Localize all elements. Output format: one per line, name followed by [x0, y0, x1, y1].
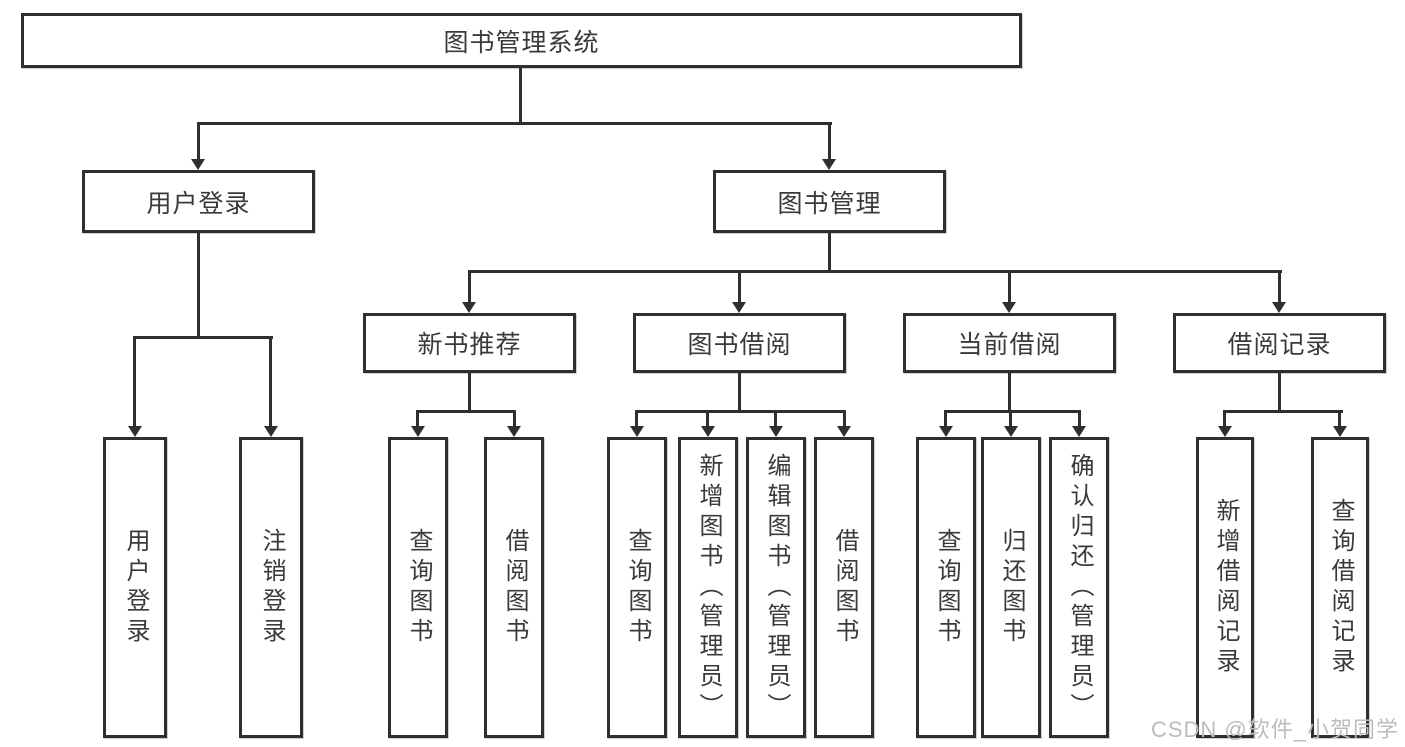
connector-line — [197, 233, 200, 336]
node-current-borrow: 当前借阅 — [903, 313, 1116, 373]
arrowhead-down-icon — [1072, 426, 1086, 437]
arrowhead-down-icon — [462, 302, 476, 313]
leaf-add-borrow-record: 新增借阅记录 — [1196, 437, 1254, 738]
leaf-current-query-books-label: 查询图书 — [933, 527, 960, 648]
connector-line — [519, 68, 522, 122]
connector-line — [416, 410, 419, 426]
arrowhead-down-icon — [191, 159, 205, 170]
leaf-borrow-books-label: 借阅图书 — [831, 527, 858, 648]
arrowhead-down-icon — [837, 426, 851, 437]
connector-line — [738, 270, 741, 302]
leaf-recommend-borrow-books: 借阅图书 — [484, 437, 544, 738]
leaf-edit-books-admin: 编辑图书（管理员） — [746, 437, 806, 738]
connector-line — [468, 270, 471, 302]
connector-line — [706, 410, 709, 426]
connector-line — [635, 410, 638, 426]
leaf-edit-books-admin-label: 编辑图书（管理员） — [763, 452, 790, 723]
node-new-book-recommend: 新书推荐 — [363, 313, 576, 373]
connector-line — [944, 410, 947, 426]
leaf-confirm-return-admin-label: 确认归还（管理员） — [1066, 452, 1093, 723]
connector-line — [1278, 270, 1281, 302]
arrowhead-down-icon — [769, 426, 783, 437]
connector-line — [133, 336, 136, 426]
connector-line — [1008, 373, 1011, 410]
arrowhead-down-icon — [1333, 426, 1347, 437]
arrowhead-down-icon — [630, 426, 644, 437]
node-library-system-label: 图书管理系统 — [443, 28, 600, 57]
arrowhead-down-icon — [1004, 426, 1018, 437]
leaf-confirm-return-admin: 确认归还（管理员） — [1049, 437, 1109, 738]
arrowhead-down-icon — [128, 426, 142, 437]
leaf-user-login: 用户登录 — [103, 437, 167, 738]
arrowhead-down-icon — [1272, 302, 1286, 313]
connector-line — [197, 122, 832, 125]
connector-line — [197, 122, 200, 160]
connector-line — [1338, 410, 1341, 426]
leaf-recommend-borrow-books-label: 借阅图书 — [501, 527, 528, 648]
connector-line — [1008, 270, 1011, 302]
leaf-logout: 注销登录 — [239, 437, 303, 738]
node-current-borrow-label: 当前借阅 — [957, 331, 1062, 359]
connector-line — [738, 373, 741, 410]
leaf-recommend-query-books: 查询图书 — [388, 437, 448, 738]
leaf-borrow-query-books-label: 查询图书 — [624, 527, 651, 648]
connector-line — [635, 410, 846, 413]
connector-line — [774, 410, 777, 426]
connector-line — [513, 410, 516, 426]
arrowhead-down-icon — [1002, 302, 1016, 313]
node-book-management-label: 图书管理 — [777, 189, 882, 218]
arrowhead-down-icon — [507, 426, 521, 437]
leaf-add-borrow-record-label: 新增借阅记录 — [1212, 497, 1239, 678]
connector-line — [1223, 410, 1226, 426]
connector-line — [468, 373, 471, 410]
arrowhead-down-icon — [264, 426, 278, 437]
node-user-login-label: 用户登录 — [146, 189, 251, 218]
node-user-login: 用户登录 — [82, 170, 315, 233]
connector-line — [944, 410, 1081, 413]
arrowhead-down-icon — [411, 426, 425, 437]
connector-line — [1078, 410, 1081, 426]
connector-line — [828, 233, 831, 270]
node-borrow-records: 借阅记录 — [1173, 313, 1386, 373]
connector-line — [1009, 410, 1012, 426]
arrowhead-down-icon — [939, 426, 953, 437]
leaf-user-login-label: 用户登录 — [122, 527, 149, 648]
leaf-return-books-label: 归还图书 — [998, 527, 1025, 648]
node-new-book-recommend-label: 新书推荐 — [417, 331, 522, 359]
leaf-logout-label: 注销登录 — [258, 527, 285, 648]
leaf-add-books-admin: 新增图书（管理员） — [678, 437, 738, 738]
node-book-management: 图书管理 — [713, 170, 946, 233]
leaf-borrow-query-books: 查询图书 — [607, 437, 667, 738]
arrowhead-down-icon — [822, 159, 836, 170]
connector-line — [828, 122, 831, 160]
csdn-watermark: CSDN @软件_小贺同学 — [1150, 717, 1399, 742]
arrowhead-down-icon — [1218, 426, 1232, 437]
leaf-current-query-books: 查询图书 — [916, 437, 976, 738]
connector-line — [269, 336, 272, 426]
connector-line — [1278, 373, 1281, 410]
arrowhead-down-icon — [732, 302, 746, 313]
connector-line — [843, 410, 846, 426]
leaf-query-borrow-record: 查询借阅记录 — [1311, 437, 1369, 738]
arrowhead-down-icon — [701, 426, 715, 437]
node-library-system: 图书管理系统 — [21, 13, 1022, 68]
connector-line — [133, 336, 273, 339]
node-book-borrow: 图书借阅 — [633, 313, 846, 373]
leaf-query-borrow-record-label: 查询借阅记录 — [1327, 497, 1354, 678]
connector-line — [468, 270, 1282, 273]
leaf-add-books-admin-label: 新增图书（管理员） — [695, 452, 722, 723]
node-borrow-records-label: 借阅记录 — [1227, 331, 1332, 359]
connector-line — [416, 410, 516, 413]
node-book-borrow-label: 图书借阅 — [687, 331, 792, 359]
leaf-return-books: 归还图书 — [981, 437, 1041, 738]
leaf-borrow-books: 借阅图书 — [814, 437, 874, 738]
connector-line — [1223, 410, 1343, 413]
leaf-recommend-query-books-label: 查询图书 — [405, 527, 432, 648]
